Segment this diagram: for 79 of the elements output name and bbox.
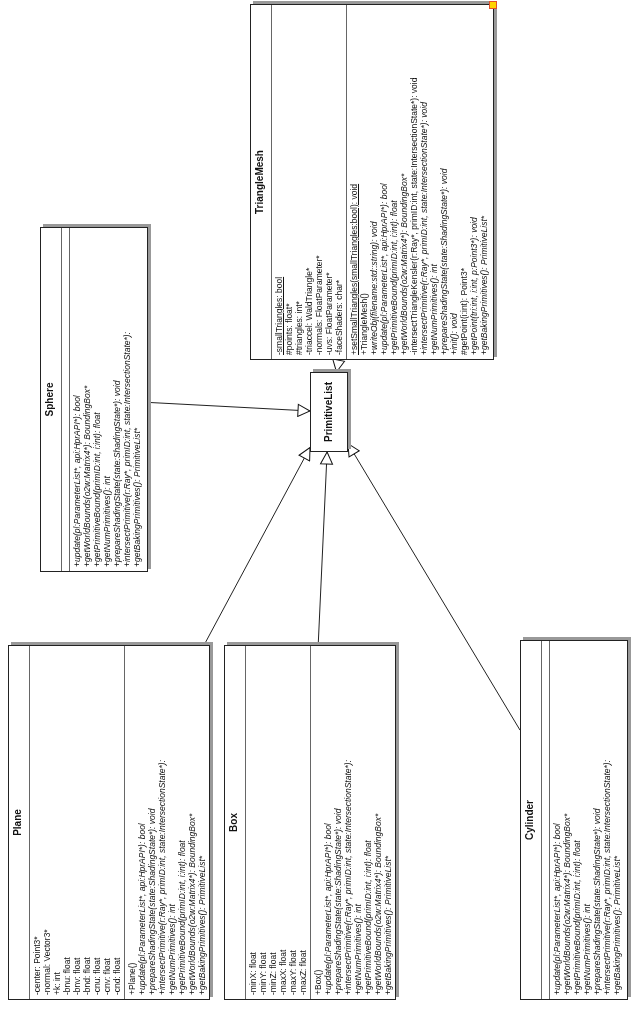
method-text: +getWorldBounds(o2w:Matrix4*): BoundingBox*: [373, 812, 383, 995]
class-name: Cylinder: [523, 799, 536, 842]
method-text: +getNumPrimitives(): int: [429, 263, 439, 355]
method-text: +prepareShadingState(state:ShadingState*): void: [147, 807, 157, 995]
attribute-text: -maxX: float: [278, 948, 288, 995]
attribute-text: -bnd: float: [82, 956, 92, 995]
method-text: +init(): void: [449, 312, 459, 355]
attribute-text: -minX: float: [248, 951, 258, 995]
method-text: +Plane(): [127, 961, 137, 995]
method-text: +getPrimitiveBound(primID:int, i:int): float: [572, 839, 582, 995]
method-text: +intersectPrimitive(r:Ray*, primID:int, state:IntersectionState*):: [157, 759, 167, 995]
method-text: +update(pl:ParameterList*, api:HprAPI*): bool: [552, 822, 562, 995]
class-box: [8, 645, 210, 1000]
method-text: +update(pl:ParameterList*, api:HprAPI*): bool: [379, 182, 389, 355]
method-text: +getBakingPrimitives(): PrimitiveList*: [197, 854, 207, 995]
attribute-text: -triaccel: WaldTriangle*: [304, 266, 314, 355]
method-text: +prepareShadingState(state:ShadingState*): void: [439, 167, 449, 355]
attribute-text: -minY: float: [258, 951, 268, 995]
method-text: +prepareShadingState(state:ShadingState*): void: [333, 807, 343, 995]
method-text: +getWorldBounds(o2w:Matrix4*): BoundingBox*: [187, 812, 197, 995]
method-text: +getPrimitiveBound(primID:int, i:int): float: [177, 839, 187, 995]
method-text: +getWorldBounds(o2w:Matrix4*): BoundingBox*: [399, 172, 409, 355]
method-text: +intersectPrimitive(r:Ray*, primID:int, state:IntersectionState*):: [602, 759, 612, 995]
method-text: +getNumPrimitives(): int: [102, 475, 112, 567]
method-text: +getPrimitiveBound(primID:int, i:int): float: [363, 839, 373, 995]
method-text: #getPoint(i:int): Point3*: [459, 267, 469, 355]
class-name: TriangleMesh: [253, 149, 266, 216]
attribute-text: -normals: FloatParameter*: [314, 254, 324, 355]
attribute-text: -faceShaders: char*: [334, 278, 344, 355]
attribute-text: -cnd: float: [112, 956, 122, 995]
class-box: [520, 640, 628, 1000]
method-text: +intersectPrimitive(r:Ray*, primID:int, state:IntersectionState*): void: [419, 100, 429, 355]
method-text: +getPoint(tri:int, i:int, p:Point3*): void: [469, 216, 479, 355]
class-name: Box: [227, 812, 240, 834]
attribute-text: -cnv: float: [102, 957, 112, 995]
attribute-text: -maxZ: float: [298, 949, 308, 995]
class-name: PrimitiveList: [322, 381, 335, 444]
attribute-text: -smallTriangles: bool: [274, 275, 284, 355]
method-text: +getNumPrimitives(): int: [582, 903, 592, 995]
method-text: +writeObj(filename:std::string): void: [369, 220, 379, 355]
method-text: +TriangleMesh(): [359, 292, 369, 355]
attribute-text: -normal: Vector3*: [42, 928, 52, 995]
attribute-text: -bnv: float: [72, 956, 82, 995]
attribute-text: -maxY: float: [288, 949, 298, 995]
method-text: +getWorldBounds(o2w:Matrix4*): BoundingBox*: [82, 384, 92, 567]
method-text: +getBakingPrimitives(): PrimitiveList*: [383, 854, 393, 995]
method-text: +Box(): [313, 968, 323, 995]
method-text: +intersectPrimitive(r:Ray*, primID:int, state:IntersectionState*):: [122, 331, 132, 567]
class-box: [40, 227, 148, 572]
method-text: +intersectPrimitive(r:Ray*, primID:int, state:IntersectionState*):: [343, 759, 353, 995]
attribute-text: #triangles: int*: [294, 300, 304, 355]
attribute-text: -minZ: float: [268, 951, 278, 995]
attribute-text: -center: Point3*: [32, 935, 42, 995]
class-box: [310, 372, 348, 452]
method-text: +getNumPrimitives(): int: [167, 903, 177, 995]
method-text: +update(pl:ParameterList*, api:HprAPI*): bool: [137, 822, 147, 995]
method-text: +getBakingPrimitives(): PrimitiveList*: [132, 426, 142, 567]
method-text: +getBakingPrimitives(): PrimitiveList*: [479, 214, 489, 355]
method-text: +update(pl:ParameterList*, api:HprAPI*): bool: [72, 394, 82, 567]
method-text: +update(pl:ParameterList*, api:HprAPI*): bool: [323, 822, 333, 995]
class-name: Sphere: [43, 381, 56, 419]
method-text: +prepareShadingState(state:ShadingState*): void: [592, 807, 602, 995]
method-text: -intersectTriangleKensler(r:Ray*, primID:int, state:IntersectionState*): void: [409, 76, 419, 355]
class-name: Plane: [11, 808, 24, 838]
attribute-text: -bnu: float: [62, 956, 72, 995]
attribute-text: -cnu: float: [92, 956, 102, 995]
method-text: +setSmallTriangles(smallTriangles:bool): void: [349, 182, 359, 355]
class-box: [250, 4, 494, 360]
generalization-arrow: [347, 443, 521, 731]
method-text: +getBakingPrimitives(): PrimitiveList*: [612, 854, 622, 995]
method-text: +getPrimitiveBound(primID:int, i:int): float: [389, 199, 399, 355]
method-text: +prepareShadingState(state:ShadingState*): void: [112, 379, 122, 567]
method-text: +getNumPrimitives(): int: [353, 903, 363, 995]
method-text: +getWorldBounds(o2w:Matrix4*): BoundingBox*: [562, 812, 572, 995]
class-box: [224, 645, 396, 1000]
attribute-text: -uvs: FloatParameter*: [324, 271, 334, 355]
attribute-text: +k: int: [52, 971, 62, 995]
attribute-text: #points: float*: [284, 302, 294, 355]
method-text: +getPrimitiveBound(primID:int, i:int): float: [92, 411, 102, 567]
